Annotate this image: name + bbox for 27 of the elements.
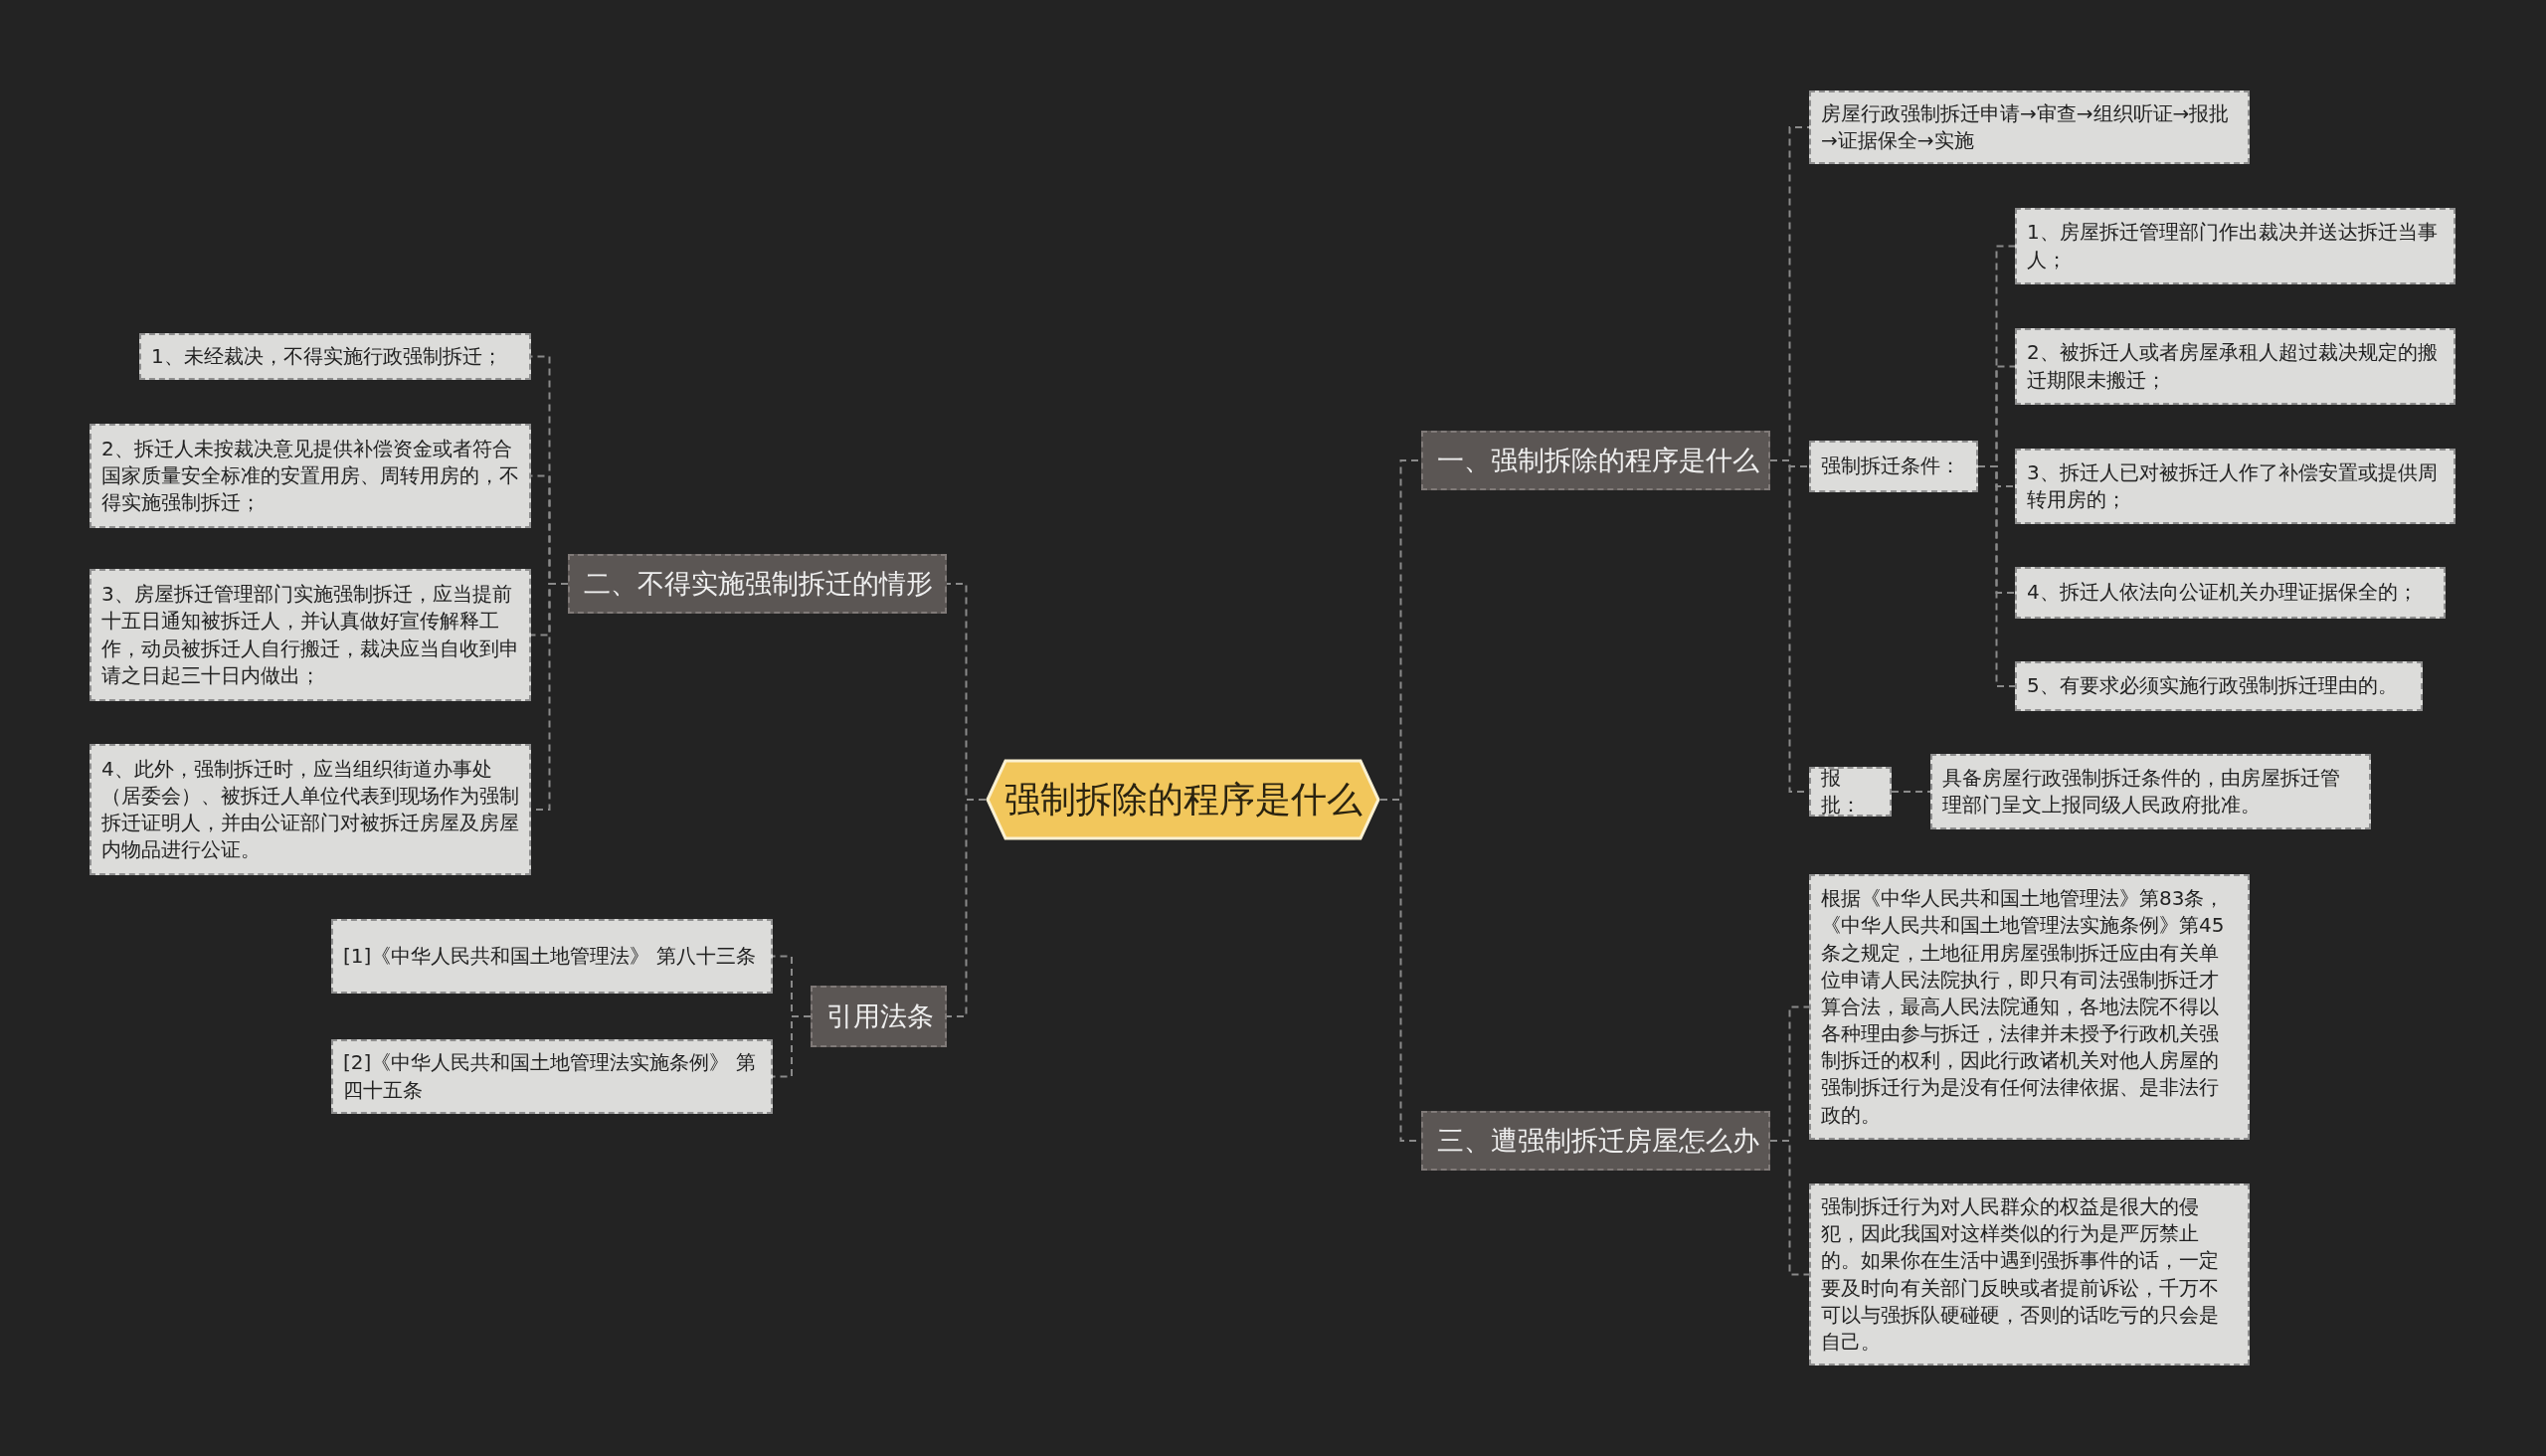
text-box: 5、有要求必须实施行政强制拆迁理由的。 [2015, 661, 2423, 711]
text-box: [2]《中华人民共和国土地管理法实施条例》 第四十五条 [331, 1039, 773, 1114]
text-box: 2、拆迁人未按裁决意见提供补偿资金或者符合国家质量安全标准的安置用房、周转用房的，不得实施强制拆迁； [90, 424, 531, 528]
text-box: 1、未经裁决，不得实施行政强制拆迁； [139, 333, 531, 380]
text-box: 3、拆迁人已对被拆迁人作了补偿安置或提供周转用房的； [2015, 449, 2455, 524]
text-box: 4、拆迁人依法向公证机关办理证据保全的； [2015, 567, 2446, 619]
text-box: 房屋行政强制拆迁申请→审查→组织听证→报批→证据保全→实施 [1809, 91, 2250, 164]
topic-box: 二、不得实施强制拆迁的情形 [568, 554, 947, 614]
text-box: 强制拆迁行为对人民群众的权益是很大的侵犯，因此我国对这样类似的行为是严厉禁止的。如果你在生活中遇到强拆事件的话，一定要及时向有关部门反映或者提前诉讼，千万不可以与强拆队硬碰硬，否则的话吃亏的只会是自己。 [1809, 1183, 2250, 1365]
text-box: 3、房屋拆迁管理部门实施强制拆迁，应当提前十五日通知被拆迁人，并认真做好宣传解释工作，动员被拆迁人自行搬迁，裁决应当自收到申请之日起三十日内做出； [90, 569, 531, 701]
connector-line [772, 1015, 812, 1078]
text-box: 强制拆迁条件： [1809, 441, 1978, 492]
central-topic: 强制拆除的程序是什么 [986, 758, 1380, 841]
text-box: 1、房屋拆迁管理部门作出裁决并送达拆迁当事人； [2015, 208, 2455, 284]
text-box: 根据《中华人民共和国土地管理法》第83条，《中华人民共和国土地管理法实施条例》第45条之规定，土地征用房屋强制拆迁应由有关单位申请人民法院执行，即只有司法强制拆迁才算合法，最高人民法院通知，各地法院不得以各种理由参与拆迁，法律并未授予行政机关强制拆迁的权利，因此行政诸机关对他人房屋的强制拆迁行为是没有任何法律依据、是非法行政的。 [1809, 874, 2250, 1140]
text-box: 具备房屋行政强制拆迁条件的，由房屋拆迁管理部门呈文上报同级人民政府批准。 [1930, 754, 2371, 829]
text-box: 4、此外，强制拆迁时，应当组织街道办事处（居委会）、被拆迁人单位代表到现场作为强制拆迁证明人，并由公证部门对被拆迁房屋及房屋内物品进行公证。 [90, 744, 531, 875]
connector-line [1977, 465, 2016, 687]
text-box: [1]《中华人民共和国土地管理法》 第八十三条 [331, 919, 773, 994]
connector-line [946, 799, 987, 1017]
topic-box: 三、遭强制拆迁房屋怎么办 [1421, 1111, 1770, 1171]
topic-box: 引用法条 [811, 986, 947, 1047]
text-box: 报批： [1809, 767, 1892, 817]
connector-line [1891, 791, 1931, 793]
topic-box: 一、强制拆除的程序是什么 [1421, 431, 1770, 490]
text-box: 2、被拆迁人或者房屋承租人超过裁决规定的搬迁期限未搬迁； [2015, 328, 2455, 405]
connector-line [1769, 1140, 1810, 1276]
